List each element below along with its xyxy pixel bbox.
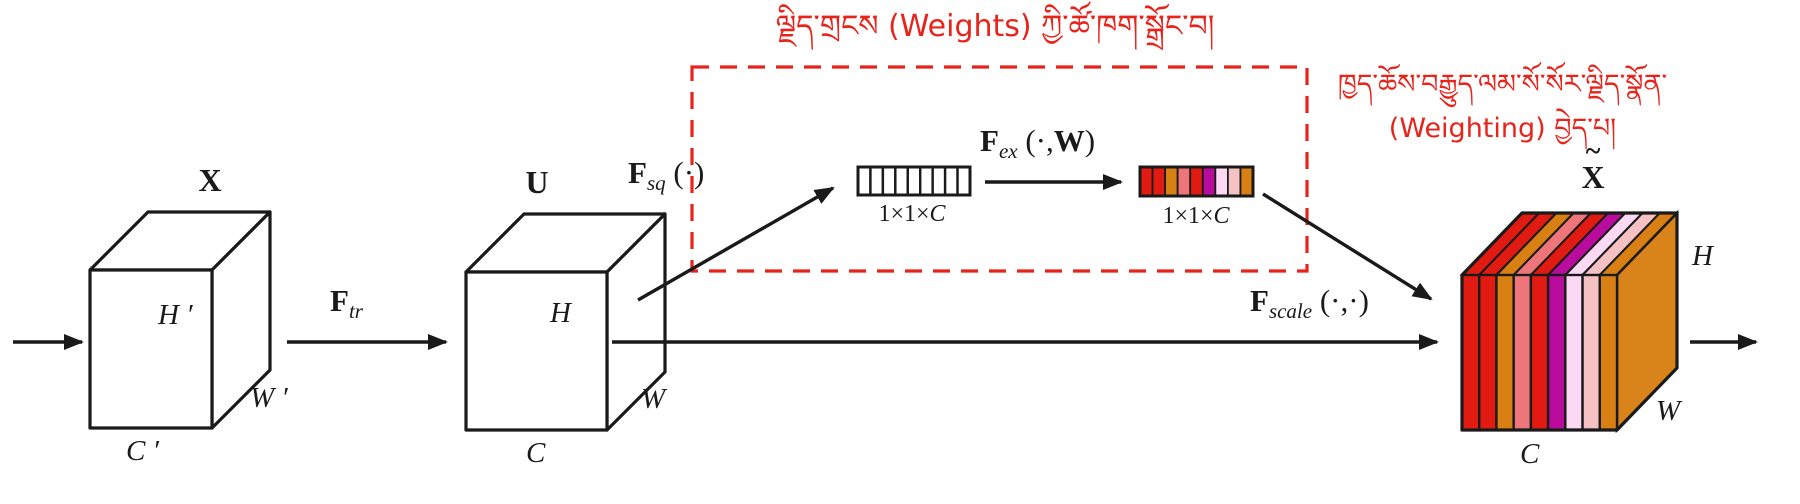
input-cube-front-face bbox=[88, 268, 214, 430]
excitation-f: F bbox=[980, 123, 999, 158]
output-cube-front-slice bbox=[1598, 273, 1619, 432]
input-width-label: W ′ bbox=[250, 382, 288, 414]
excitation-op-label: Fex (·,W) bbox=[980, 123, 1096, 163]
transform-op-label: Ftr bbox=[330, 283, 363, 323]
squeeze-cell bbox=[943, 165, 959, 197]
weighting-caption-line2: (Weighting) བྱེད་པ། bbox=[1388, 113, 1617, 144]
excitation-cell bbox=[1164, 166, 1179, 197]
scale-f: F bbox=[1250, 283, 1269, 318]
squeeze-dims-label: 1×1×C bbox=[852, 201, 972, 227]
output-tensor-label: ~ X bbox=[1558, 136, 1628, 195]
excitation-cell bbox=[1201, 166, 1217, 197]
squeeze-dims-c: C bbox=[929, 201, 946, 227]
excitation-dims-pre: 1×1× bbox=[1162, 203, 1214, 229]
weights-caption: ལྗིད་གྲངས (Weights) ཀྱི་ཚོ་ཁག་སྒྲོང་བ། bbox=[775, 9, 1215, 44]
transformed-channels-label: C bbox=[526, 437, 546, 469]
excitation-cell bbox=[1239, 166, 1254, 197]
excitation-dims-c: C bbox=[1213, 203, 1230, 229]
output-channels-label: C bbox=[1520, 438, 1540, 470]
excitation-cell bbox=[1176, 166, 1192, 197]
excitation-bar-border bbox=[1138, 165, 1255, 198]
transformed-cube-front-face bbox=[464, 270, 609, 432]
apply-weights-arrow bbox=[1262, 192, 1433, 301]
excitation-cell bbox=[1226, 166, 1242, 197]
excitation-cell bbox=[1189, 166, 1204, 197]
tilde-mark: ~ bbox=[1585, 136, 1601, 167]
transformed-width-label: W bbox=[641, 383, 666, 415]
transform-f: F bbox=[330, 283, 349, 318]
output-cube-front-slice bbox=[1495, 273, 1515, 432]
scale-args: (·,·) bbox=[1312, 283, 1369, 318]
squeeze-cell bbox=[894, 165, 909, 197]
squeeze-cell bbox=[881, 165, 897, 197]
input-cube bbox=[88, 210, 272, 430]
output-cube-front-slice bbox=[1546, 273, 1567, 432]
excitation-dims-label: 1×1×C bbox=[1135, 203, 1257, 229]
squeeze-cell bbox=[931, 165, 947, 197]
transform-sub: tr bbox=[348, 299, 363, 323]
squeeze-arrow bbox=[637, 186, 835, 302]
transformed-height-label: H bbox=[550, 297, 571, 329]
squeeze-bar-border bbox=[856, 165, 972, 197]
squeeze-args: (·) bbox=[665, 155, 705, 190]
squeeze-cell bbox=[869, 165, 885, 197]
squeeze-cell bbox=[856, 165, 872, 197]
squeeze-op-label: Fsq (·) bbox=[628, 155, 705, 195]
output-cube bbox=[1459, 209, 1680, 434]
excitation-cell bbox=[1151, 166, 1167, 197]
arrows bbox=[13, 174, 1758, 350]
excitation-cell bbox=[1214, 166, 1229, 197]
excitation-sub: ex bbox=[998, 139, 1018, 163]
output-width-label: W bbox=[1656, 395, 1681, 427]
excitation-args-open: (·, bbox=[1017, 123, 1054, 158]
output-cube-front-slice bbox=[1529, 273, 1550, 432]
output-cube-front-slice bbox=[1460, 273, 1481, 432]
squeeze-f: F bbox=[628, 155, 647, 190]
squeeze-cell bbox=[956, 165, 972, 197]
output-tensor-letter: X bbox=[1581, 159, 1605, 195]
squeeze-dims-pre: 1×1× bbox=[878, 201, 930, 227]
excitation-weight-w: W bbox=[1053, 123, 1085, 158]
output-cube-outline bbox=[1460, 211, 1679, 432]
output-cube-front-slice bbox=[1478, 273, 1498, 432]
squeeze-vector-bar bbox=[856, 165, 972, 197]
scale-op-label: Fscale (·,·) bbox=[1250, 283, 1369, 323]
output-cube-front-slice bbox=[1512, 273, 1533, 432]
output-height-label: H bbox=[1692, 240, 1713, 272]
transformed-tensor-label: U bbox=[525, 164, 549, 200]
weighting-caption-line1: ཁྱད་ཆོས་བརྒྱུད་ལམ་སོ་སོར་ལྗིད་སྣོན་ bbox=[1337, 69, 1668, 100]
transformed-cube bbox=[464, 212, 667, 432]
excitation-args-close: ) bbox=[1084, 123, 1096, 158]
scale-sub: scale bbox=[1268, 299, 1313, 323]
input-tensor-label: X bbox=[198, 162, 222, 198]
input-channels-label: C ′ bbox=[126, 435, 159, 467]
output-cube-front-slice bbox=[1581, 273, 1601, 432]
excitation-vector-bar bbox=[1138, 165, 1255, 198]
weights-dashed-box bbox=[690, 65, 1309, 273]
squeeze-sub: sq bbox=[646, 171, 666, 195]
squeeze-cell bbox=[906, 165, 922, 197]
squeeze-cell bbox=[919, 165, 934, 197]
excitation-cell bbox=[1139, 166, 1154, 197]
output-cube-front-slice bbox=[1564, 273, 1584, 432]
input-height-label: H ′ bbox=[158, 299, 193, 331]
